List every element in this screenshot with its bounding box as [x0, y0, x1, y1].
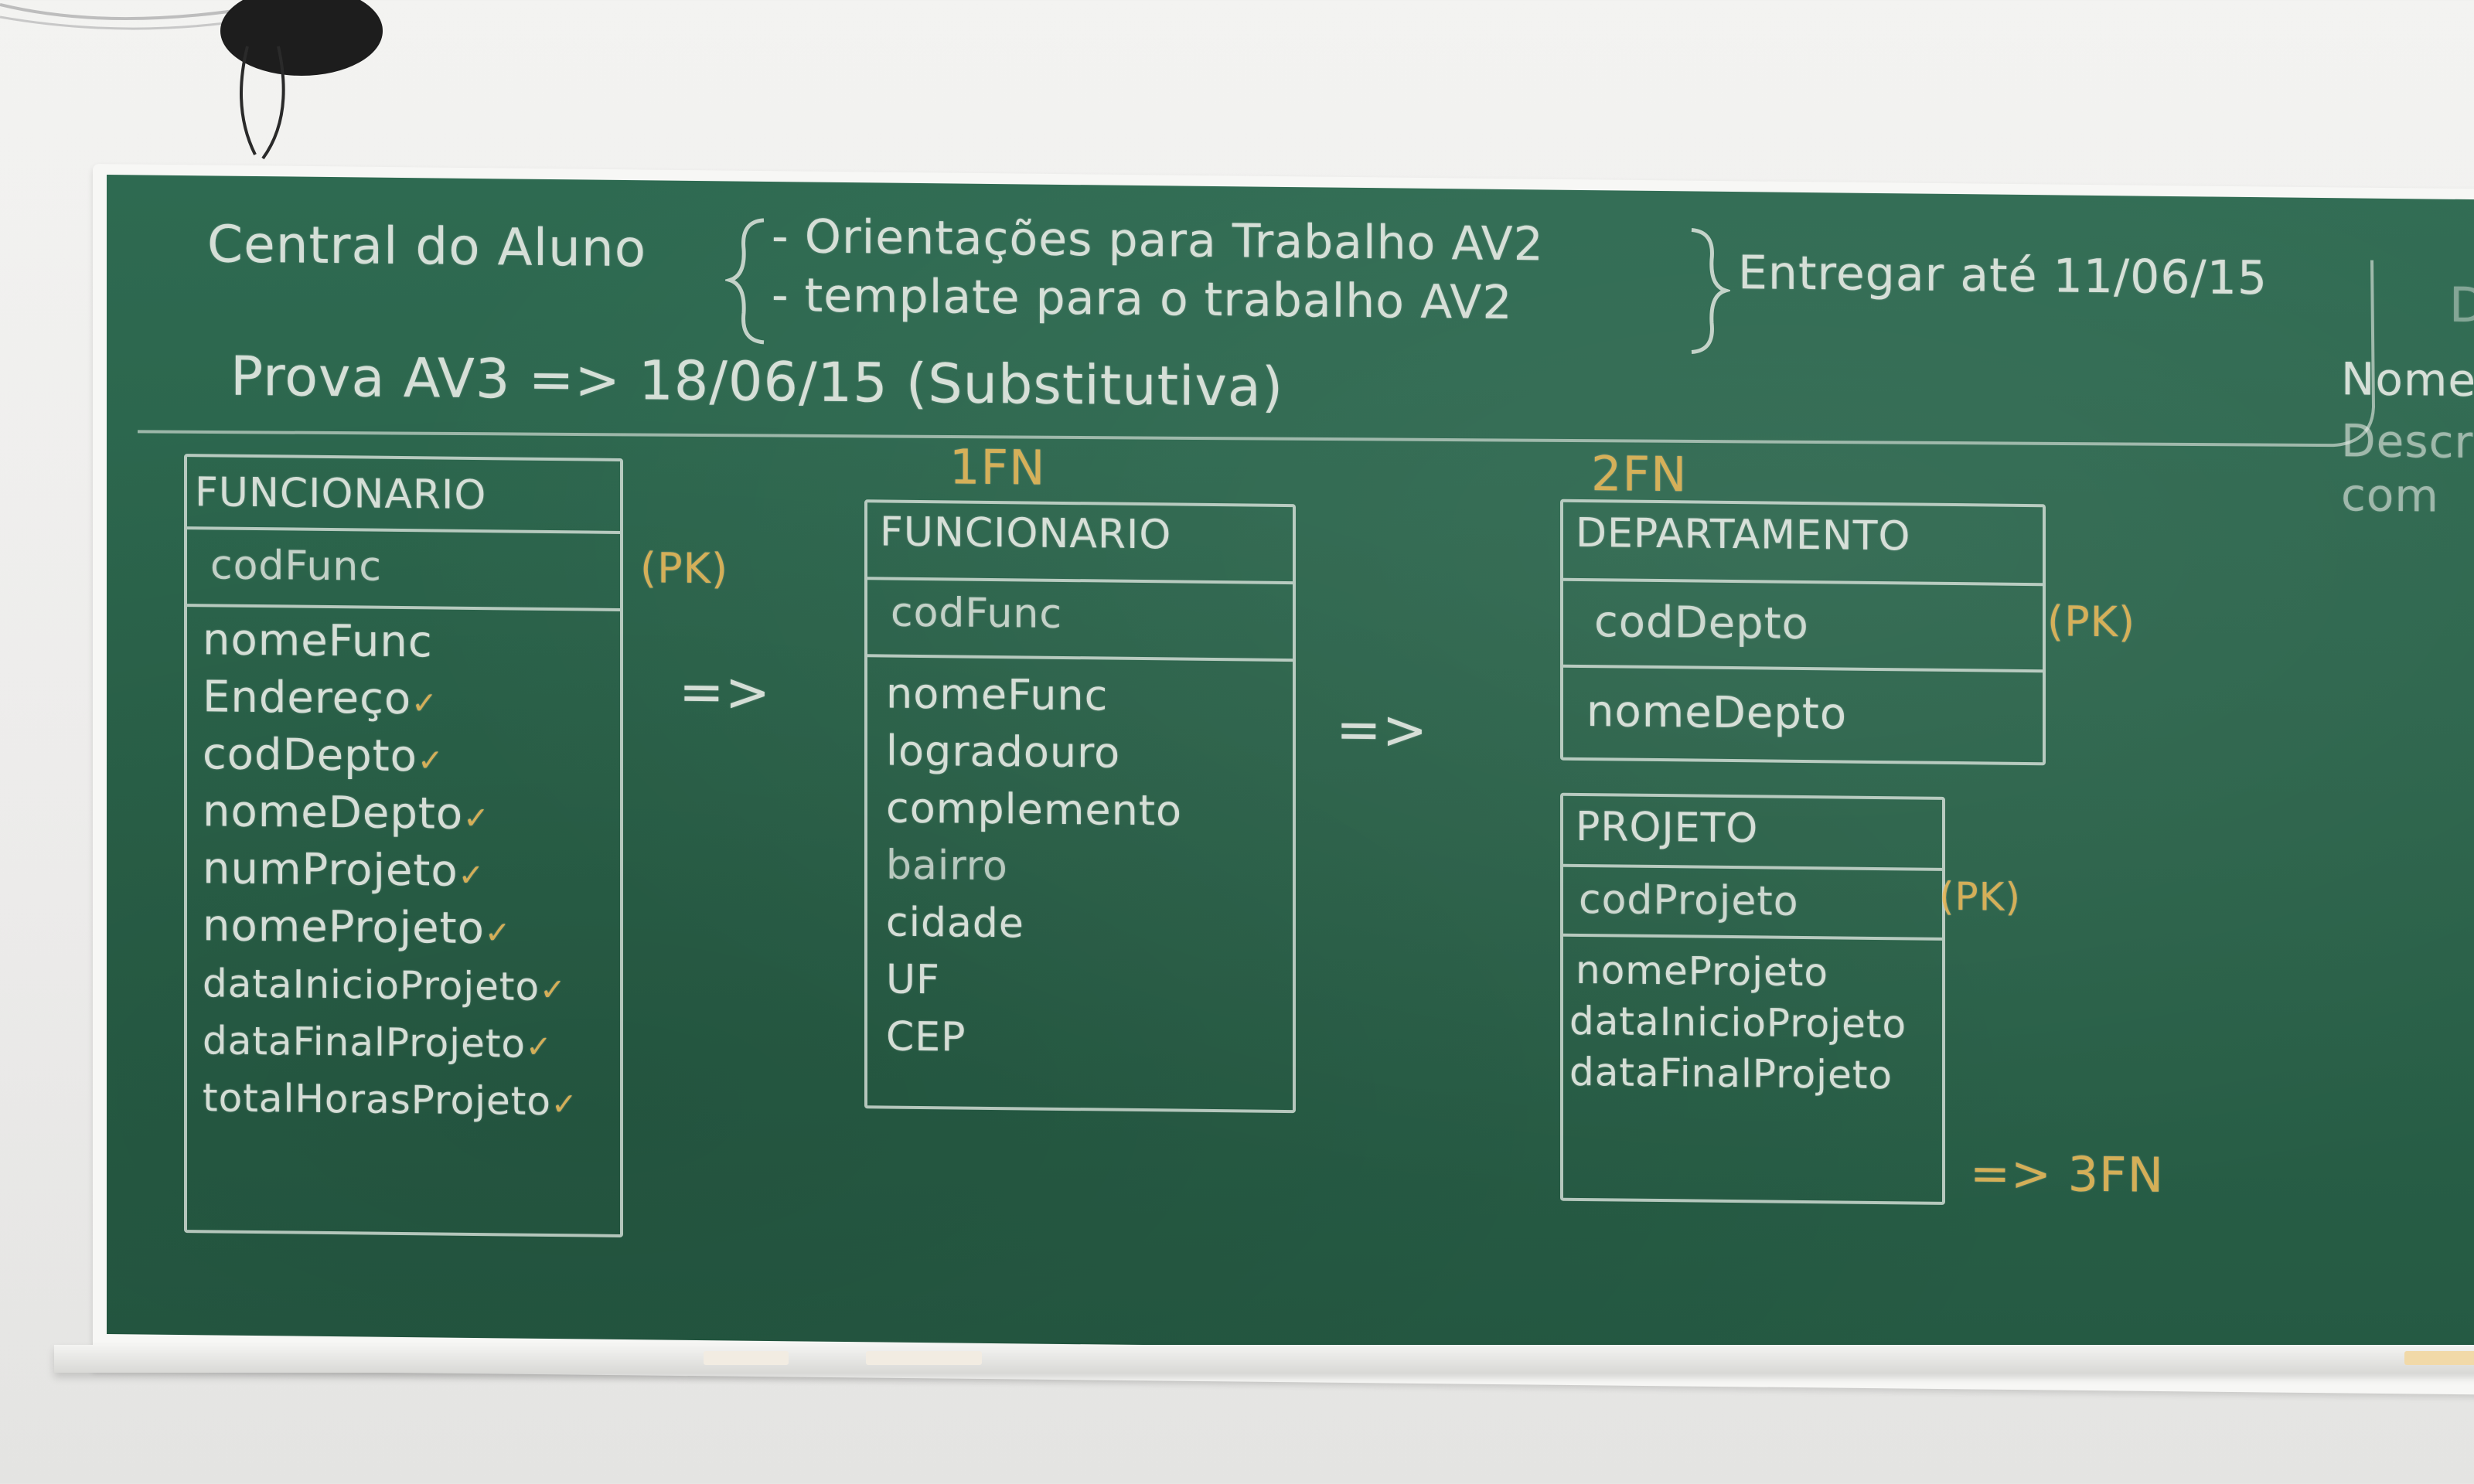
table-title: FUNCIONARIO: [195, 469, 487, 519]
field: UF: [886, 956, 940, 1004]
field: numProjeto: [203, 843, 458, 897]
key-field: codProjeto: [1579, 876, 1799, 925]
left-brace: [725, 218, 765, 345]
edge-word-1: Dic: [2449, 276, 2474, 334]
check-mark: ✓: [417, 743, 445, 779]
key-field: codDepto: [1594, 597, 1809, 650]
field: totalHorasProjeto: [203, 1075, 551, 1125]
field: dataFinalProjeto: [1569, 1049, 1893, 1098]
table-departamento: DEPARTAMENTO codDepto nomeDepto: [1560, 499, 2046, 766]
chalk-piece: [2404, 1351, 2474, 1365]
field: dataInicioProjeto: [203, 961, 540, 1009]
table-funcionario-1fn: FUNCIONARIO codFunc nomeFunc logradouro …: [864, 499, 1296, 1114]
check-mark: ✓: [540, 972, 567, 1009]
pk-label: (PK): [640, 543, 729, 594]
arrow: =>: [1336, 697, 1429, 762]
field: codDepto: [203, 729, 417, 782]
table-title: FUNCIONARIO: [880, 509, 1172, 559]
field: complemento: [886, 783, 1183, 836]
field: bairro: [886, 842, 1008, 890]
edge-word-2: Nome: [2341, 352, 2474, 407]
field: logradouro: [886, 726, 1121, 778]
check-mark: ✓: [484, 915, 512, 951]
table-funcionario-original: FUNCIONARIO codFunc nomeFunc Endereço✓ c…: [184, 454, 623, 1237]
heading-2fn: 2FN: [1591, 445, 1688, 503]
field: nomeDepto: [203, 786, 464, 839]
field: dataFinalProjeto: [203, 1018, 526, 1067]
pk-label: (PK): [2047, 597, 2136, 647]
check-mark: ✓: [463, 800, 490, 837]
next-step-3fn: => 3FN: [1970, 1145, 2165, 1203]
check-mark: ✓: [550, 1087, 578, 1123]
arrow: =>: [679, 659, 772, 724]
edge-word-4: com: [2341, 468, 2439, 522]
key-field: codFunc: [210, 542, 382, 591]
table-title: DEPARTAMENTO: [1576, 509, 1911, 560]
edge-word-3: Descr: [2341, 414, 2474, 469]
heading-1fn: 1FN: [949, 438, 1046, 496]
check-mark: ✓: [411, 686, 438, 722]
key-field: codFunc: [891, 589, 1062, 638]
field: dataInicioProjeto: [1569, 998, 1907, 1047]
right-brace: [1691, 227, 1730, 354]
chalk-tray: [54, 1345, 2474, 1373]
field: CEP: [886, 1013, 966, 1061]
header-outline: [137, 260, 2376, 448]
table-projeto: PROJETO codProjeto nomeProjeto dataInici…: [1560, 792, 1945, 1205]
check-mark: ✓: [458, 857, 486, 894]
chalkboard: Central do Aluno - Orientações para Trab…: [107, 175, 2474, 1360]
field: nomeProjeto: [1576, 947, 1828, 996]
chalk-piece: [866, 1351, 982, 1365]
field: nomeProjeto: [203, 900, 485, 955]
field: Endereço: [203, 672, 412, 725]
wall-fixture: [0, 0, 383, 160]
field: nomeFunc: [886, 669, 1109, 720]
field: nomeFunc: [203, 614, 433, 668]
field: nomeDepto: [1586, 686, 1848, 740]
check-mark: ✓: [526, 1029, 553, 1066]
chalk-piece: [704, 1351, 789, 1365]
pk-label: (PK): [1939, 873, 2021, 920]
field: cidade: [886, 899, 1024, 948]
table-title: PROJETO: [1576, 803, 1759, 853]
